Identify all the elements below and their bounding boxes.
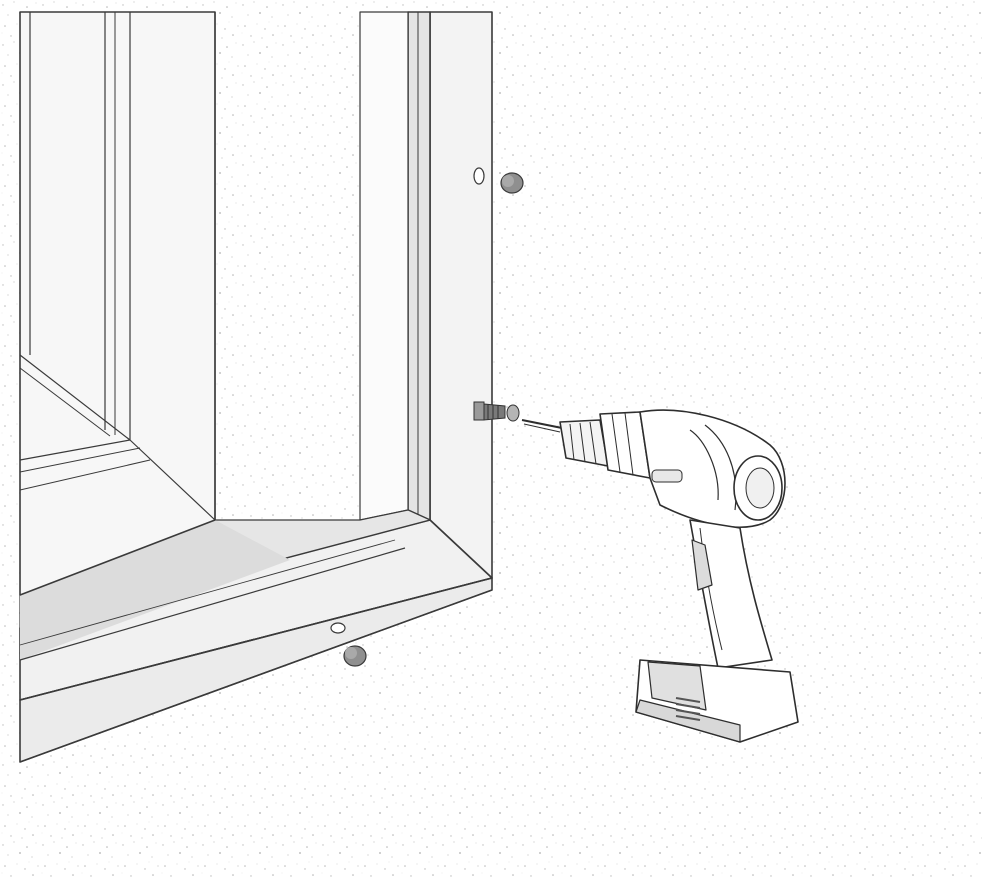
cordless-drill-icon [521,409,799,743]
window-frame-icon [19,11,493,763]
screw-icon [473,401,520,422]
wall-plug-icon [330,167,524,667]
